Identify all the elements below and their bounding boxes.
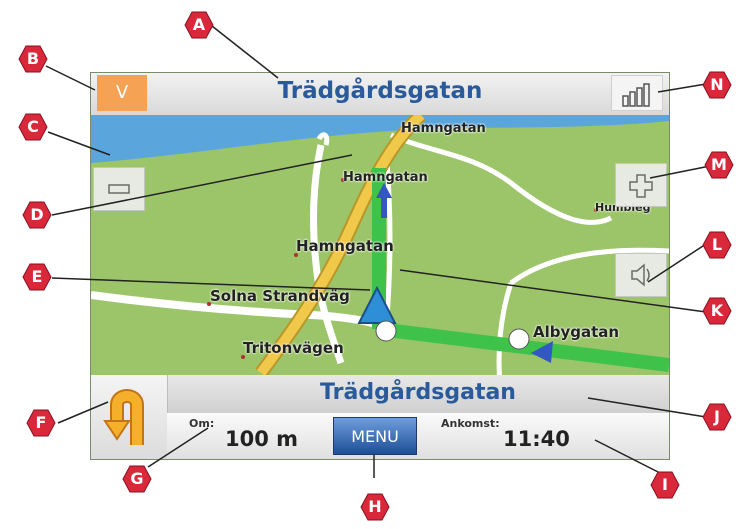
arrival-label: Ankomst:: [441, 417, 500, 430]
callout-e: E: [22, 262, 52, 292]
plus-icon: [629, 174, 653, 198]
next-street-bar: [167, 375, 669, 413]
callout-g: G: [122, 464, 152, 494]
callout-a: A: [184, 10, 214, 40]
main-road: [256, 111, 425, 376]
u-turn-icon: [103, 389, 144, 445]
signal-bars-icon: [622, 83, 650, 107]
map-label: Albygatan: [533, 323, 620, 341]
menu-button[interactable]: MENU: [333, 417, 417, 455]
map-label: Solna Strandväg: [210, 287, 350, 305]
callout-i: I: [650, 470, 680, 500]
water-area: [91, 115, 669, 163]
info-bar: Om: 100 m MENU Ankomst: 11:40: [167, 413, 669, 459]
road: [509, 247, 669, 286]
arrival-value: 11:40: [503, 427, 570, 451]
gps-signal-button[interactable]: [611, 75, 663, 111]
distance-label: Om:: [189, 417, 215, 430]
direction-arrow-head: [376, 183, 392, 198]
restaurant-icon: [508, 328, 530, 350]
bottom-panel: Trädgårdsgatan Om: 100 m MENU Ankomst: 1…: [91, 375, 669, 459]
road: [389, 132, 613, 225]
callout-m: M: [704, 150, 734, 180]
callout-n: N: [702, 70, 732, 100]
map-label: Hamngatan: [401, 121, 486, 136]
callout-f: F: [26, 408, 56, 438]
header-bar: Trädgårdsgatan V: [91, 73, 669, 115]
direction-arrow-head: [531, 341, 553, 363]
speaker-icon: [631, 263, 650, 287]
distance-value: 100 m: [225, 427, 299, 451]
road: [310, 144, 345, 365]
callout-k: K: [702, 296, 732, 326]
road: [384, 162, 393, 318]
position-marker: [357, 285, 397, 324]
navigation-screen: Hamngatan Hamngatan Hamngatan Solna Stra…: [90, 72, 670, 460]
callout-d: D: [22, 200, 52, 230]
next-street: Trädgårdsgatan: [320, 380, 516, 405]
zoom-out-button[interactable]: [93, 167, 145, 211]
callout-b: B: [18, 44, 48, 74]
minus-icon: [108, 184, 130, 194]
map-label: Hamngatan: [343, 170, 428, 185]
turn-indicator-button[interactable]: [91, 375, 168, 459]
zoom-in-button[interactable]: [615, 163, 667, 207]
callout-j: J: [702, 402, 732, 432]
view-button[interactable]: V: [97, 75, 147, 111]
map-view[interactable]: [91, 73, 669, 459]
restaurant-icon: [375, 320, 397, 342]
callout-c: C: [18, 112, 48, 142]
road: [316, 132, 330, 146]
current-street: Trädgårdsgatan: [277, 78, 483, 104]
callout-h: H: [360, 492, 390, 522]
map-label: Hamngatan: [296, 237, 394, 255]
callout-l: L: [702, 230, 732, 260]
map-label: Tritonvägen: [243, 339, 344, 357]
